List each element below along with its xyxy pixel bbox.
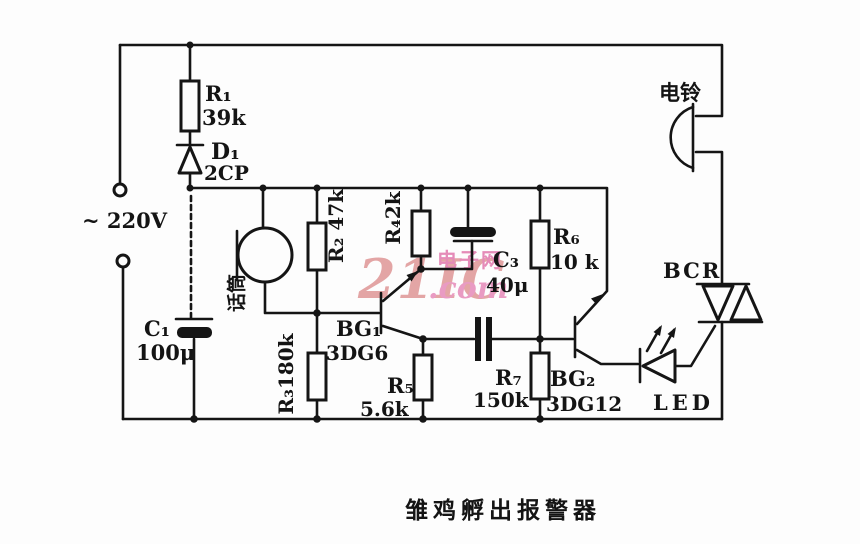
coupling-capacitor — [475, 317, 492, 361]
r7-ref: R₇ — [495, 365, 522, 390]
r7-body — [529, 351, 551, 401]
microphone-circle — [236, 226, 294, 284]
r1-value: 39k — [202, 105, 246, 130]
r6-ref: R₆ — [553, 224, 580, 249]
coupling-cap-plate-left — [475, 317, 481, 361]
bell-dome — [669, 105, 695, 170]
microphone-label: 话筒 — [225, 274, 248, 312]
c1-ref: C₁ — [144, 316, 170, 341]
wire-r5-cap — [421, 337, 542, 421]
resistor-r6: R₆ 10 k — [529, 219, 600, 274]
bcr-label: BCR — [663, 258, 721, 283]
bg1-ref: BG₁ — [336, 316, 381, 341]
r2-label: R₂ 47k — [324, 188, 348, 263]
resistor-r1: R₁ 39k — [179, 79, 246, 133]
bg2-ref: BG₂ — [550, 366, 595, 391]
c1-plate-thick — [177, 327, 212, 338]
bell-label: 电铃 — [659, 80, 701, 105]
bg2-arrow — [591, 294, 603, 305]
coupling-cap-plate-right — [486, 317, 492, 361]
wire-top-rail — [118, 43, 724, 118]
r5-body — [412, 353, 434, 402]
bg1-lower-lead — [381, 324, 425, 341]
c3-plate-thick — [450, 227, 496, 237]
transistor-bg2: BG₂ 3DG12 — [546, 294, 622, 416]
resistor-r3: R₃180k — [274, 332, 328, 415]
bcr-triangle-up — [729, 284, 763, 322]
r3-label: R₃180k — [274, 332, 298, 414]
r1-ref: R₁ — [205, 81, 232, 106]
r6-value: 10 k — [550, 250, 600, 274]
figure-caption: 雏鸡孵出报警器 — [405, 497, 601, 524]
bg2-value: 3DG12 — [546, 392, 622, 416]
led-ray-2-head — [667, 327, 676, 338]
terminal-top — [112, 182, 128, 198]
resistor-r2: R₂ 47k — [306, 188, 348, 272]
c1-value: 100μ — [136, 340, 195, 365]
resistor-r4: R₄2k — [381, 190, 432, 258]
wire-bg2-emitter — [575, 348, 640, 366]
mains-terminals: ~ 220V — [82, 182, 168, 269]
resistor-r5: R₅ 5.6k — [360, 353, 434, 421]
watermark-dotcom: .com — [428, 271, 508, 306]
d1-ref: D₁ — [211, 139, 240, 165]
electric-bell: 电铃 — [659, 80, 701, 173]
microphone: 话筒 — [225, 226, 294, 312]
junction-dots — [186, 41, 544, 423]
capacitor-c3: C₃ 40μ — [450, 227, 528, 297]
resistor-r7: R₇ 150k — [473, 351, 551, 412]
transistor-bg1: BG₁ 3DG6 — [326, 267, 425, 365]
r4-body — [410, 209, 432, 258]
diode-d1: D₁ 2CP — [175, 139, 249, 185]
bg1-arrow — [406, 271, 418, 282]
r6-body — [529, 219, 551, 270]
r7-value: 150k — [473, 388, 530, 412]
r5-ref: R₅ — [387, 373, 414, 398]
wire-c3 — [419, 186, 474, 271]
led-triangle — [641, 348, 677, 384]
r2-body — [306, 221, 328, 272]
d1-triangle — [177, 145, 203, 175]
wire-led-gate — [673, 324, 717, 368]
wire-mic — [261, 186, 319, 315]
d1-value: 2CP — [204, 161, 249, 185]
bcr-triangle-down — [701, 284, 735, 322]
bg1-value: 3DG6 — [326, 341, 388, 365]
capacitor-c1: C₁ 100μ — [136, 316, 214, 365]
r3-body — [306, 351, 328, 402]
triac-bcr: BCR — [663, 258, 764, 324]
wire-mid-rail — [188, 186, 609, 326]
supply-label: ~ 220V — [82, 208, 168, 233]
r4-label: R₄2k — [381, 190, 405, 244]
led-ray-1-head — [653, 325, 662, 336]
led: LED — [638, 325, 714, 415]
led-label: LED — [653, 390, 714, 415]
c3-ref: C₃ — [493, 247, 519, 272]
wire-bell-bcr — [694, 150, 724, 421]
terminal-bottom — [115, 253, 131, 269]
r5-value: 5.6k — [360, 397, 410, 421]
c3-value: 40μ — [486, 273, 528, 297]
r1-body — [179, 79, 201, 133]
